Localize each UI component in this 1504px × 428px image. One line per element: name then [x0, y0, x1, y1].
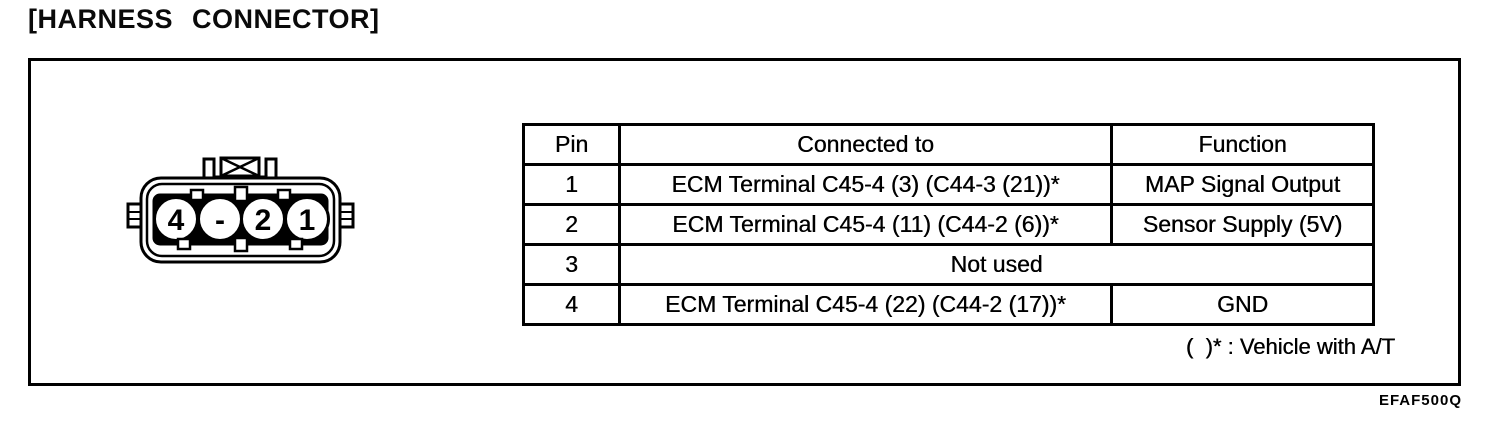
key-notch-bottom-left [176, 237, 192, 251]
key-notch-bottom-right [288, 237, 304, 251]
pin-3-label: - [215, 204, 225, 237]
pin-assignment-table: Pin Connected to Function 1 ECM Terminal… [522, 123, 1375, 326]
pin-cell: 2 [522, 203, 621, 246]
merged-cell: Not used [618, 243, 1375, 286]
function-cell: Sensor Supply (5V) [1110, 203, 1375, 246]
pin-1-circle [284, 196, 330, 242]
pin-1-label: 1 [299, 204, 316, 237]
key-notch-top-right [276, 188, 292, 202]
function-cell: GND [1110, 283, 1375, 326]
table-row: 1 ECM Terminal C45-4 (3) (C44-3 (21))* M… [522, 163, 1375, 206]
pin-cell: 1 [522, 163, 621, 206]
connector-side-tab-left [126, 202, 143, 229]
connector-side-tab-right [338, 202, 355, 229]
connected-to-cell: ECM Terminal C45-4 (11) (C44-2 (6))* [618, 203, 1113, 246]
pin-4-label: 4 [168, 204, 185, 237]
pin-2-label: 2 [255, 204, 272, 237]
pin-cell: 3 [522, 243, 621, 286]
key-slot-top-center [233, 185, 249, 203]
page-title: [HARNESS CONNECTOR] [28, 4, 380, 34]
table-row: 3 Not used [522, 243, 1375, 286]
table-header-row: Pin Connected to Function [522, 123, 1375, 166]
key-slot-bottom-center [233, 236, 249, 253]
function-cell: MAP Signal Output [1110, 163, 1375, 206]
latch-diagonal [220, 156, 260, 178]
key-notch-top-left [189, 188, 205, 202]
connected-to-cell: ECM Terminal C45-4 (22) (C44-2 (17))* [618, 283, 1113, 326]
connected-to-cell: ECM Terminal C45-4 (3) (C44-3 (21))* [618, 163, 1113, 206]
table-row: 2 ECM Terminal C45-4 (11) (C44-2 (6))* S… [522, 203, 1375, 246]
connector-top-tab-left [202, 157, 216, 181]
pin-cell: 4 [522, 283, 621, 326]
header-pin: Pin [522, 123, 621, 166]
figure-code: EFAF500Q [1378, 392, 1462, 409]
header-function: Function [1110, 123, 1375, 166]
connector-diagram: 4 - 2 1 [126, 156, 355, 264]
footnote: ( )* : Vehicle with A/T [1185, 334, 1395, 359]
table-row: 4 ECM Terminal C45-4 (22) (C44-2 (17))* … [522, 283, 1375, 326]
header-connected-to: Connected to [618, 123, 1113, 166]
